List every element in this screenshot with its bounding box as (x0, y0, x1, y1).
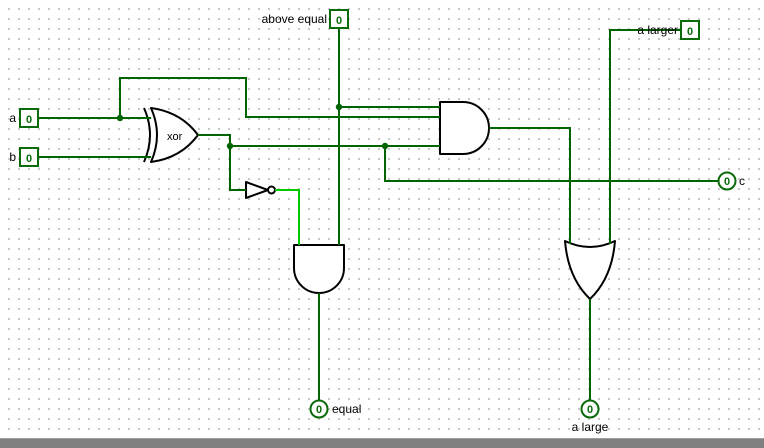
junction-dot-xor-branch (226, 142, 234, 150)
input-pin-a-larger-value: 0 (687, 26, 693, 38)
or-gate[interactable] (564, 240, 616, 300)
input-pin-b-box[interactable] (19, 147, 39, 167)
wire-not-out-to-and2[interactable] (275, 189, 300, 245)
output-pin-a-large-circle[interactable] (580, 399, 600, 419)
and-gate-bottom[interactable] (293, 244, 345, 294)
output-pin-c-label: c (739, 174, 745, 188)
output-pin-a-large[interactable]: 0 (580, 399, 600, 419)
input-pin-a-larger[interactable]: 0 (680, 20, 700, 40)
and-gate-bottom-body (293, 244, 345, 294)
input-pin-b[interactable]: 0 (19, 147, 39, 167)
or-gate-body (564, 240, 616, 300)
junction-dot-a-branch (116, 114, 124, 122)
input-pin-a-label: a (9, 111, 16, 125)
input-pin-b-label: b (9, 150, 16, 164)
input-pin-a-box[interactable] (19, 108, 39, 128)
output-pin-c[interactable]: 0 (717, 171, 737, 191)
output-pin-c-circle[interactable] (717, 171, 737, 191)
wire-and-out-to-or[interactable] (489, 127, 571, 244)
output-pin-a-large-value: 0 (587, 404, 593, 416)
junction-dot-c-branch (381, 142, 389, 150)
not-gate[interactable] (245, 181, 276, 199)
schematic-canvas[interactable]: xor (0, 0, 764, 438)
schematic-svg: xor (9, 9, 745, 434)
input-pin-above-equal-label: above equal (262, 12, 327, 26)
xor-gate[interactable]: xor (143, 107, 199, 163)
input-pin-a-value: 0 (26, 114, 32, 126)
junction-dot-above-equal (335, 103, 343, 111)
input-pin-above-equal[interactable]: 0 (329, 9, 349, 29)
input-pin-above-equal-value: 0 (336, 15, 342, 27)
wire-xor-out-to-not[interactable] (198, 134, 246, 191)
xor-gate-back-arc (143, 107, 151, 163)
input-pin-above-equal-box[interactable] (329, 9, 349, 29)
output-pin-c-value: 0 (724, 176, 730, 188)
input-pin-b-value: 0 (26, 153, 32, 165)
input-pin-a[interactable]: 0 (19, 108, 39, 128)
output-pin-a-large-label: a large (572, 420, 609, 434)
input-pin-a-larger-box[interactable] (680, 20, 700, 40)
xor-gate-label: xor (167, 131, 183, 143)
output-pin-equal-circle[interactable] (309, 399, 329, 419)
xor-gate-body (150, 107, 199, 163)
input-pin-a-larger-label: a larger (637, 23, 678, 37)
and-gate-top[interactable] (439, 101, 490, 155)
not-gate-bubble (267, 185, 276, 195)
output-pin-equal[interactable]: 0 (309, 399, 329, 419)
and-gate-top-body (439, 101, 490, 155)
output-pin-equal-label: equal (332, 402, 361, 416)
wire-a-branch-to-and[interactable] (119, 77, 440, 118)
output-pin-equal-value: 0 (316, 404, 322, 416)
not-gate-body (245, 181, 269, 199)
window-edge-bar (0, 438, 764, 448)
wire-a-larger-to-or[interactable] (609, 29, 681, 244)
wire-xor-to-c-output[interactable] (384, 146, 718, 182)
